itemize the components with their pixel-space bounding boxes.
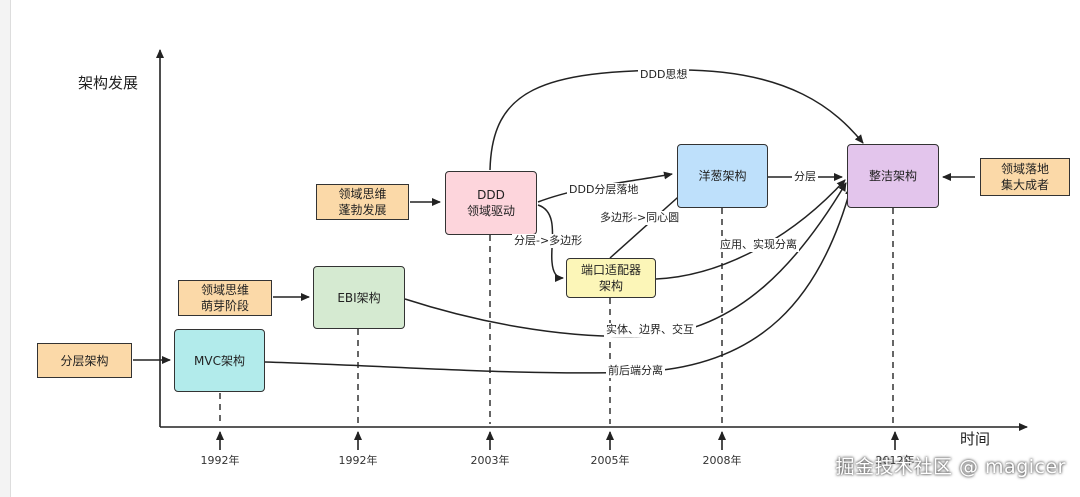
node-layered-architecture: 分层架构 [37, 343, 132, 378]
edge-ddd-to-port [537, 204, 564, 282]
label-layer-to-polygon: 分层->多边形 [512, 234, 585, 248]
left-edge-strip [0, 0, 11, 497]
node-onion: 洋葱架构 [677, 144, 768, 208]
y-axis-title: 架构发展 [78, 74, 139, 92]
year-label-4: 2005年 [590, 454, 630, 467]
node-domain-boom: 领域思维 蓬勃发展 [316, 184, 409, 220]
year-label-1: 1992年 [200, 454, 240, 467]
node-domain-landing: 领域落地 集大成者 [980, 158, 1070, 196]
label-polygon-to-circle: 多边形->同心圆 [598, 211, 682, 225]
year-label-5: 2008年 [702, 454, 742, 467]
node-port-adapter: 端口适配器 架构 [566, 258, 656, 298]
node-clean: 整洁架构 [847, 144, 939, 208]
label-front-back-separation: 前后端分离 [606, 364, 665, 378]
node-ebi: EBI架构 [313, 266, 405, 329]
label-entity-boundary-interaction: 实体、边界、交互 [604, 323, 696, 337]
label-layering: 分层 [792, 170, 818, 184]
label-ddd-layer-landing: DDD分层落地 [567, 183, 641, 197]
year-label-3: 2003年 [470, 454, 510, 467]
node-ddd: DDD 领域驱动 [445, 171, 537, 235]
year-label-2: 1992年 [338, 454, 378, 467]
watermark: 掘金技术社区 @ magicer [835, 456, 1066, 478]
x-axis-title: 时间 [960, 430, 991, 448]
label-ddd-idea: DDD思想 [638, 68, 690, 82]
node-mvc: MVC架构 [174, 329, 265, 392]
year-label-6: 2012年 [875, 454, 915, 467]
node-domain-sprout: 领域思维 萌芽阶段 [178, 280, 272, 316]
label-app-impl-separation: 应用、实现分离 [718, 238, 799, 252]
